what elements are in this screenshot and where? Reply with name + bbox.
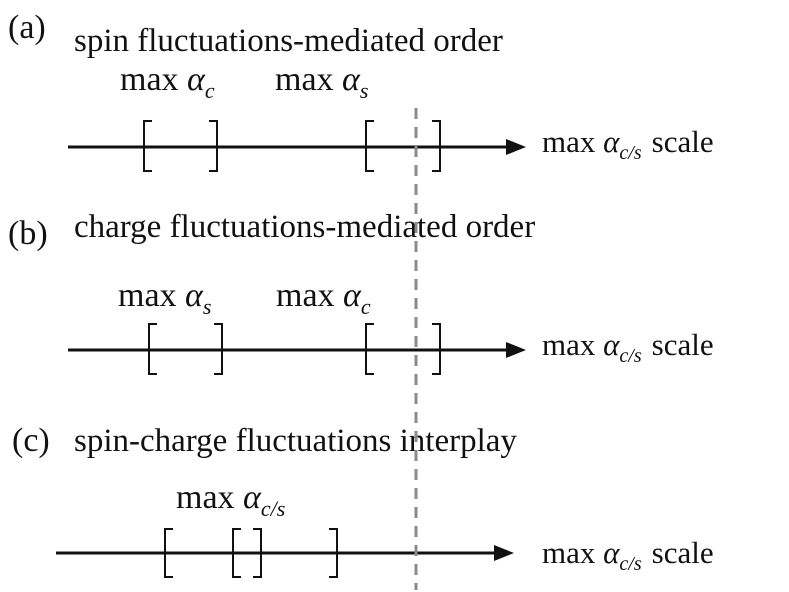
panel-a-title: spin fluctuations-mediated order <box>74 23 503 59</box>
panel-a-interval-right-open-bracket <box>365 120 374 172</box>
panel-a-label-right: max αs <box>275 61 368 103</box>
panel-a-interval-left-open-bracket <box>143 120 152 172</box>
panel-b-interval-left-open-bracket <box>148 323 157 375</box>
panel-c: (c) spin-charge fluctuations interplay m… <box>12 422 714 578</box>
panel-c-interval-outer-close-bracket <box>329 528 338 578</box>
panel-c-axis-arrowhead <box>494 545 514 561</box>
panel-b-label-left: max αs <box>118 277 211 319</box>
panel-a: (a) spin fluctuations-mediated order max… <box>8 9 714 172</box>
panel-c-title: spin-charge fluctuations interplay <box>74 423 517 459</box>
panel-b-tag: (b) <box>8 215 48 252</box>
panel-c-interval-inner-open-bracket <box>232 528 241 578</box>
panel-b-label-right: max αc <box>276 277 371 319</box>
panel-b-interval-right-close-bracket <box>432 323 441 375</box>
panel-c-label-center: max αc/s <box>176 479 285 521</box>
panel-b-axis-arrowhead <box>506 342 526 358</box>
panel-b-interval-right-open-bracket <box>365 323 374 375</box>
panel-b: (b) charge fluctuations-mediated order m… <box>8 209 714 375</box>
panel-b-interval-left-close-bracket <box>214 323 223 375</box>
panel-a-interval-right-close-bracket <box>432 120 441 172</box>
panel-a-tag: (a) <box>8 9 46 46</box>
panel-a-label-left: max αc <box>120 61 215 103</box>
panel-b-title: charge fluctuations-mediated order <box>74 209 535 245</box>
panel-c-interval-inner-close-bracket <box>253 528 262 578</box>
panel-c-interval-outer-open-bracket <box>164 528 173 578</box>
panel-a-interval-left-close-bracket <box>209 120 218 172</box>
panel-c-tag: (c) <box>12 422 50 459</box>
panel-a-axis-arrowhead <box>506 139 526 155</box>
